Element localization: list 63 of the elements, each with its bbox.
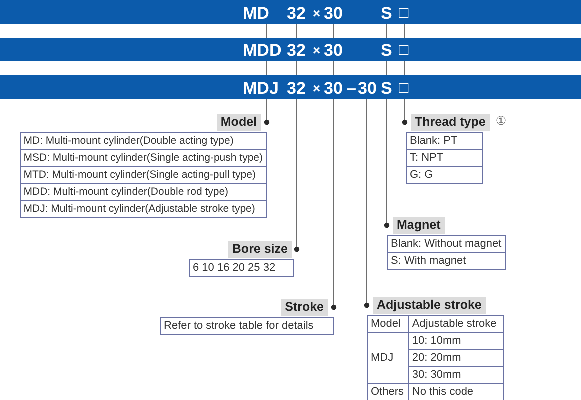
multiplication-sign: × [313, 80, 321, 98]
model-code: MD [243, 3, 270, 25]
leader-line [404, 60, 406, 76]
section-heading: Magnet [393, 217, 445, 234]
section-heading: Bore size [228, 241, 292, 258]
table-cell: MDJ: Multi-mount cylinder(Adjustable stroke type) [20, 200, 266, 218]
table-cell: MTD: Multi-mount cylinder(Single acting-pull type) [20, 166, 266, 184]
stroke-code: 30 [324, 78, 343, 100]
table-cell: Model [368, 316, 409, 332]
model-code: MDD [243, 40, 282, 62]
table-cell: 10: 10mm [408, 332, 504, 350]
leader-line [266, 24, 268, 38]
bore-code: 32 [287, 40, 306, 62]
table-cell: MDJ [368, 332, 409, 384]
table-cell: MD: Multi-mount cylinder(Double acting type) [20, 132, 266, 150]
dash-sign: – [347, 78, 356, 100]
model-code: MDJ [243, 78, 279, 100]
table-cell: 30: 30mm [408, 366, 504, 384]
adjustment-code: 30 [358, 78, 377, 100]
table-cell: Blank: Without magnet [388, 236, 506, 252]
stroke-code: 30 [324, 3, 343, 25]
leader-line [296, 24, 298, 38]
multiplication-sign: × [313, 5, 321, 23]
magnet-code: S [381, 78, 392, 100]
section-heading: Adjustable stroke [373, 297, 486, 314]
leader-line [264, 98, 270, 126]
leader-line [404, 24, 406, 38]
thread-code: □ [399, 79, 409, 99]
thread-code: □ [399, 41, 409, 61]
leader-line [294, 98, 300, 252]
multiplication-sign: × [313, 42, 321, 60]
table-cell: 6 10 16 20 25 32 [190, 260, 294, 276]
code-band [0, 0, 581, 24]
bore-code: 32 [287, 3, 306, 25]
magnet-code: S [381, 3, 392, 25]
leader-line [384, 98, 390, 228]
table-cell: Others [368, 384, 409, 400]
leader-line [386, 24, 388, 38]
code-band [0, 75, 581, 99]
leader-line [296, 60, 298, 76]
table-cell: Adjustable stroke [408, 316, 504, 332]
leader-line [331, 98, 337, 310]
table-cell: Blank: PT [406, 132, 482, 150]
table-cell: MDD: Multi-mount cylinder(Double rod type) [20, 184, 266, 200]
stroke-code: 30 [324, 40, 343, 62]
table-cell: T: NPT [406, 150, 482, 166]
leader-line [386, 60, 388, 76]
leader-line [266, 60, 268, 76]
table-cell: S: With magnet [388, 252, 506, 270]
leader-line [402, 98, 408, 126]
code-band [0, 38, 581, 61]
section-heading: Stroke [281, 299, 328, 316]
table-cell: G: G [406, 166, 482, 184]
section-heading: Model [216, 114, 261, 131]
thread-code: □ [399, 4, 409, 24]
bore-code: 32 [287, 78, 306, 100]
leader-line [364, 98, 370, 308]
table-cell: 20: 20mm [408, 350, 504, 366]
note-number: ① [496, 114, 507, 129]
section-heading: Thread type [411, 114, 490, 131]
table-cell: Refer to stroke table for details [160, 318, 334, 334]
magnet-code: S [381, 40, 392, 62]
table-cell: MSD: Multi-mount cylinder(Single acting-push type) [20, 150, 266, 166]
